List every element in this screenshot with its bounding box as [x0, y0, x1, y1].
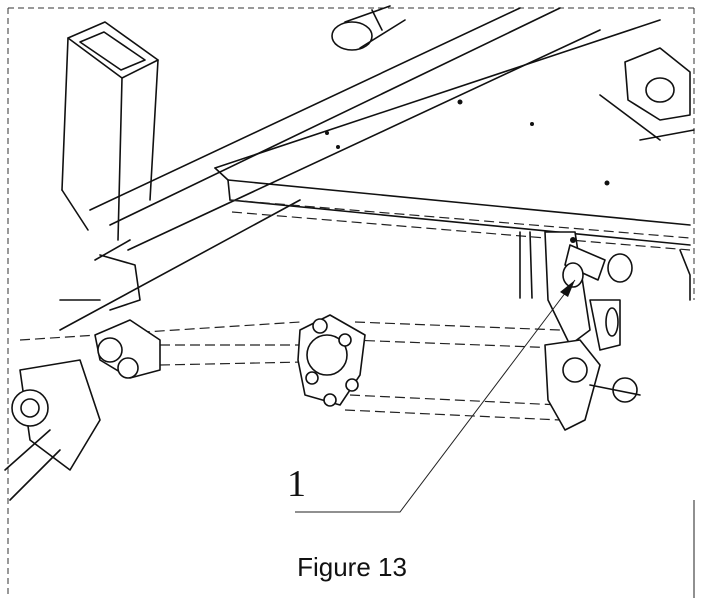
top-right-bracket — [599, 47, 695, 141]
top-beam-pin — [331, 5, 406, 51]
clevis-pin — [562, 237, 633, 288]
hanger-bracket — [519, 231, 691, 351]
callout-number-1: 1 — [287, 463, 306, 505]
hydraulic-cylinder — [297, 314, 641, 431]
lower-left-arm — [4, 359, 101, 501]
hitch-square-tube — [61, 21, 159, 241]
page-border — [7, 7, 696, 598]
mounting-plate — [214, 19, 691, 246]
figure-caption: Figure 13 — [297, 552, 407, 582]
lower-left-clevis — [59, 254, 161, 379]
callout-leader — [295, 279, 576, 513]
hidden-lines — [19, 199, 691, 421]
